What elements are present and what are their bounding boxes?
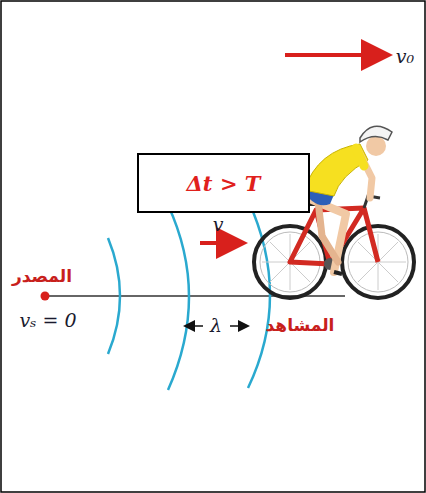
wavefront <box>168 205 189 390</box>
wavelength-arrow <box>230 325 247 327</box>
wavelength-arrow <box>186 325 203 327</box>
observer-label: المشاهد <box>266 316 335 335</box>
wavefront <box>108 238 120 354</box>
condition-text: Δt > T <box>187 171 261 196</box>
observer-velocity-arrow <box>285 53 385 57</box>
source-speed-label: vₛ = 0 <box>19 310 76 331</box>
source-label: المصدر <box>12 267 72 286</box>
observer-speed-label: v₀ <box>396 46 414 67</box>
wavelength-label: λ <box>210 315 222 336</box>
source-dot <box>41 292 50 301</box>
wave-speed-label: v <box>213 214 224 235</box>
wave-velocity-arrow <box>200 241 240 245</box>
condition-box: Δt > T <box>137 153 310 213</box>
wavefront <box>248 200 270 388</box>
